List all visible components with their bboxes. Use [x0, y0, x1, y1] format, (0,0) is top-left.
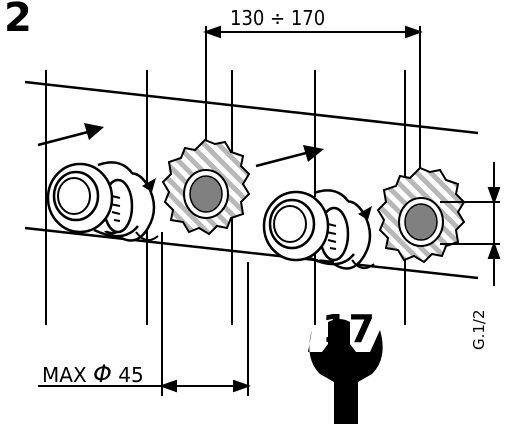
step-number: 2	[4, 0, 32, 41]
wall-outlet-2	[376, 166, 466, 264]
wall-bottom-line	[24, 226, 479, 280]
max-diameter-dimension	[38, 232, 251, 396]
wall-top-line	[24, 80, 479, 135]
diameter-symbol: Φ	[93, 360, 112, 388]
thread-label: G.1/2	[470, 309, 488, 350]
max-diameter-prefix: MAX	[42, 363, 87, 387]
direction-arrow-2	[255, 145, 324, 168]
wrench-size-label: 17	[322, 307, 375, 351]
wrench-17-icon	[308, 319, 383, 424]
direction-arrow-1	[37, 123, 104, 147]
eccentric-fitting-1	[46, 161, 159, 242]
thread-dimension	[440, 162, 501, 286]
spacing-label: 130 ÷ 170	[230, 6, 326, 30]
max-diameter-value: 45	[118, 363, 144, 387]
wall-outlet-1	[161, 138, 251, 236]
eccentric-fitting-2	[262, 189, 375, 270]
max-diameter-label: MAX Φ 45	[42, 362, 144, 386]
